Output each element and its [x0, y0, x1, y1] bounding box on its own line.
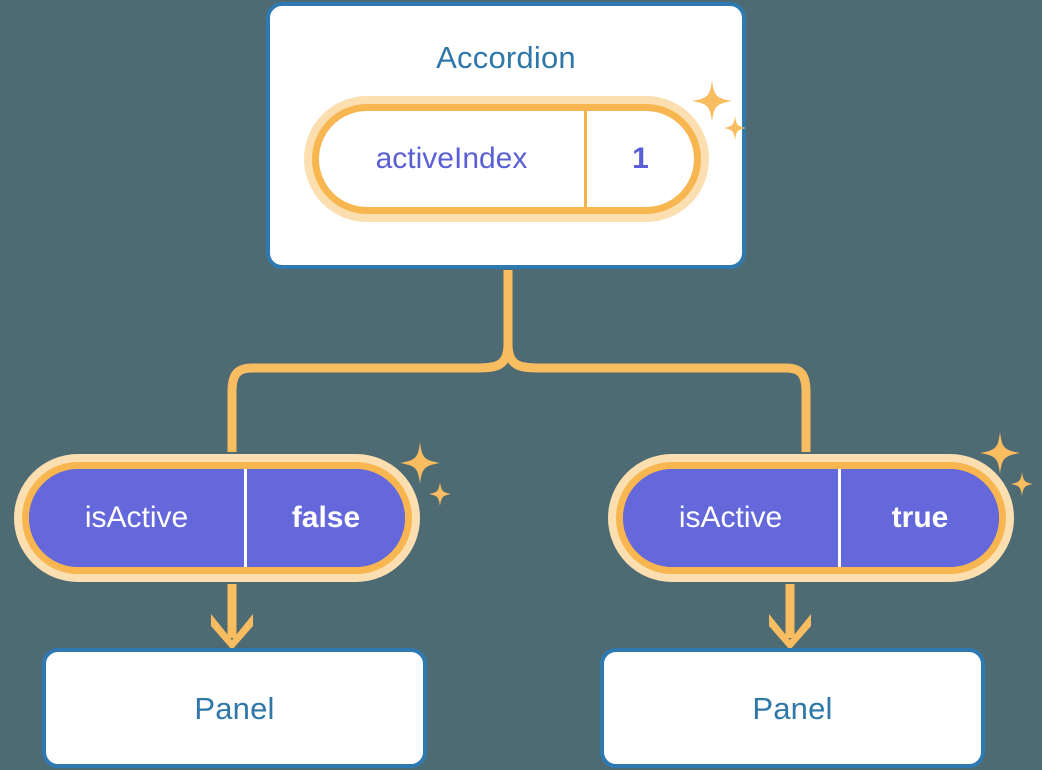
panel-component-card-right[interactable]: Panel — [600, 648, 985, 768]
panel-card-title: Panel — [194, 690, 275, 726]
arrow-right — [769, 584, 811, 650]
arrow-left — [211, 584, 253, 650]
arrow-down-icon — [211, 614, 253, 650]
panel-component-card-left[interactable]: Panel — [42, 648, 427, 768]
state-pill-key: isActive — [29, 469, 247, 567]
state-pill-value: true — [841, 469, 999, 567]
state-pill-key: isActive — [623, 469, 841, 567]
arrow-down-icon — [769, 614, 811, 650]
state-pill-value: 1 — [632, 142, 649, 175]
state-pill-key: activeIndex — [319, 111, 587, 207]
sparkle-four-point-small-icon — [1011, 472, 1033, 496]
state-pill-isactive-left[interactable]: isActive false — [22, 462, 412, 574]
accordion-card-title: Accordion — [436, 40, 576, 75]
sparkle-four-point-icon — [400, 442, 440, 484]
state-pill-activeindex[interactable]: activeIndex 1 — [312, 104, 701, 214]
state-pill-value: false — [247, 469, 405, 567]
panel-card-title: Panel — [752, 690, 833, 726]
connector-branch-left — [227, 343, 513, 452]
state-pill-isactive-right[interactable]: isActive true — [616, 462, 1006, 574]
sparkle-four-point-icon — [980, 432, 1020, 474]
connector-branch-right — [503, 343, 811, 452]
sparkle-four-point-small-icon — [429, 482, 451, 506]
